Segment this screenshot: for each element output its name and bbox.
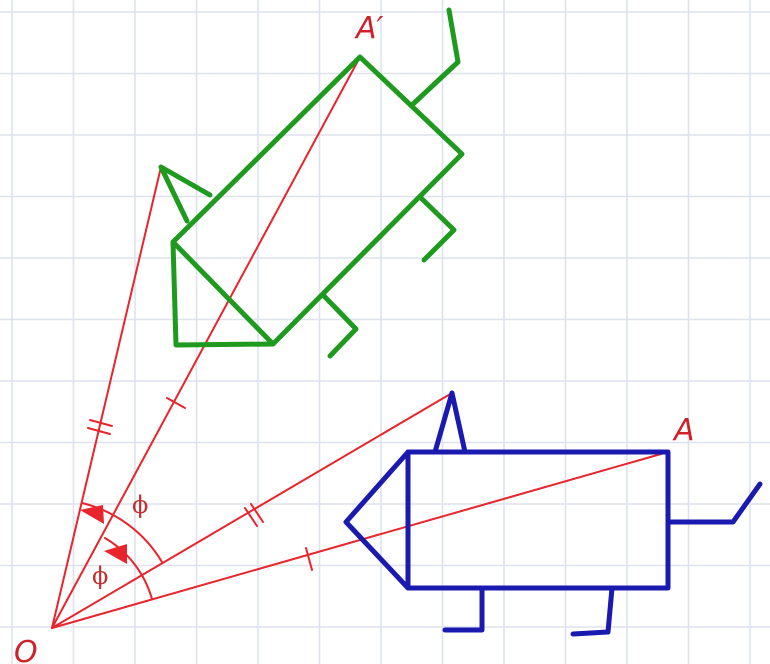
rotated-figure	[158, 7, 465, 359]
label-a: A	[672, 413, 695, 448]
double-tick-rot-ear-1	[89, 419, 113, 427]
rotated-leg-1	[417, 194, 457, 263]
rotated-body	[170, 54, 465, 347]
ray-o-to-ear-tip	[51, 392, 453, 629]
original-leg-back	[570, 585, 615, 637]
original-leg-front	[442, 585, 485, 633]
label-a-prime: A′	[354, 11, 384, 46]
original-head	[343, 449, 411, 591]
original-tail	[665, 481, 763, 525]
angle-arrow-inner	[104, 544, 127, 564]
rotated-head	[170, 239, 276, 348]
single-tick-oa-prime	[166, 397, 186, 409]
single-tick-oa	[305, 547, 313, 571]
ray-o-to-rotated-ear-tip	[51, 166, 162, 629]
label-origin: O	[14, 635, 38, 664]
rotated-ear	[158, 164, 213, 224]
double-tick-rot-ear-2	[87, 427, 111, 435]
angle-label-inner: ϕ	[92, 562, 108, 590]
original-body	[405, 449, 671, 591]
angle-arrow-outer	[80, 505, 104, 524]
original-figure	[343, 390, 763, 637]
construction-lines	[51, 56, 669, 629]
angle-arc-inner	[104, 537, 153, 600]
rotated-leg-2	[321, 293, 359, 359]
double-tick-ear-1	[244, 507, 258, 527]
double-tick-ear-2	[250, 503, 264, 523]
original-ear	[432, 390, 468, 455]
angle-label-outer: ϕ	[132, 491, 148, 519]
angle-arc-outer	[81, 502, 163, 563]
rotated-tail	[409, 7, 461, 108]
